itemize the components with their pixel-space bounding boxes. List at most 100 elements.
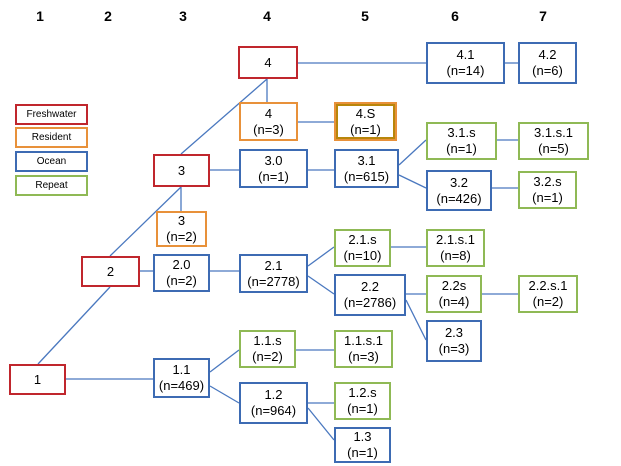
- edge-3-4: [180, 78, 268, 155]
- node-label: 2.2s: [441, 278, 467, 293]
- node-label: 3.1.s: [447, 125, 476, 140]
- edge-12-13: [307, 407, 335, 441]
- column-label-6: 6: [451, 8, 459, 24]
- node-count: (n=426): [436, 190, 482, 206]
- edge-22-23: [405, 299, 427, 341]
- node-count: (n=5): [538, 141, 569, 156]
- node-3.0: 3.0 (n=1): [239, 149, 308, 188]
- node-1.2: 1.2 (n=964): [239, 382, 308, 424]
- node-count: (n=2): [166, 273, 197, 288]
- node-count: (n=1): [350, 121, 381, 137]
- node-2.2s: 2.2s (n=4): [426, 275, 482, 313]
- node-1.1.s.1: 1.1.s.1 (n=3): [334, 330, 393, 368]
- node-2.3: 2.3 (n=3): [426, 320, 482, 362]
- node-label: 3: [177, 213, 186, 228]
- node-count: (n=2): [252, 349, 283, 364]
- node-count: (n=2786): [343, 295, 397, 310]
- column-label-2: 2: [104, 8, 112, 24]
- edge-1-2: [37, 286, 111, 365]
- node-label: 1: [33, 371, 42, 387]
- node-label: 4.1: [456, 47, 475, 62]
- node-2.2.s.1: 2.2.s.1 (n=2): [518, 275, 578, 313]
- node-count: (n=3): [438, 341, 470, 356]
- node-count: (n=2): [532, 294, 564, 309]
- node-label: 3.2.s: [533, 174, 562, 189]
- legend-repeat: Repeat: [15, 175, 88, 196]
- node-2.1: 2.1 (n=2778): [239, 254, 308, 293]
- node-3.2.s: 3.2.s (n=1): [518, 171, 577, 209]
- node-label: 1.2.s: [348, 385, 377, 400]
- node-label: 2.3: [444, 325, 464, 340]
- node-4: 4: [238, 46, 298, 79]
- node-label: 2.1.s.1: [435, 232, 476, 247]
- node-label: 2.1: [264, 257, 283, 273]
- node-3: 3: [153, 154, 210, 187]
- column-label-1: 1: [36, 8, 44, 24]
- node-label: 3.1: [357, 152, 376, 168]
- node-count: (n=1): [446, 141, 477, 156]
- node-label: 1.1.s: [253, 333, 282, 348]
- node-count: (n=2778): [247, 273, 300, 289]
- node-4-resident: 4 (n=3): [239, 102, 298, 141]
- node-label: 2.0: [172, 257, 191, 272]
- node-count: (n=3): [253, 121, 284, 137]
- node-label: 2: [106, 263, 115, 279]
- node-3.1.s: 3.1.s (n=1): [426, 122, 497, 160]
- node-count: (n=6): [532, 63, 563, 78]
- column-label-4: 4: [263, 8, 271, 24]
- node-count: (n=1): [347, 445, 378, 460]
- edge-21-21s: [307, 246, 335, 267]
- node-count: (n=8): [440, 248, 471, 263]
- node-2: 2: [81, 256, 140, 287]
- node-label: 1.1.s.1: [343, 333, 384, 348]
- node-count: (n=1): [532, 190, 563, 205]
- node-label: 1.1: [172, 362, 191, 377]
- node-count: (n=4): [438, 294, 470, 309]
- node-1.3: 1.3 (n=1): [334, 427, 391, 463]
- node-3.2: 3.2 (n=426): [426, 170, 492, 211]
- node-label: 4.2: [538, 47, 557, 62]
- node-1: 1: [9, 364, 66, 395]
- node-label: 2.1.s: [348, 232, 377, 247]
- node-count: (n=1): [347, 401, 378, 416]
- node-label: 1.2: [264, 387, 283, 402]
- node-count: (n=469): [158, 378, 205, 393]
- node-4S: 4.S (n=1): [334, 102, 397, 141]
- legend-ocean: Ocean: [15, 151, 88, 172]
- node-label: 4: [264, 54, 272, 70]
- node-label: 3.1.s.1: [533, 125, 574, 140]
- node-label: 2.2.s.1: [528, 278, 568, 293]
- node-label: 3.2: [449, 174, 469, 190]
- node-1.2.s: 1.2.s (n=1): [334, 382, 391, 420]
- node-count: (n=1): [258, 168, 289, 184]
- node-4.2: 4.2 (n=6): [518, 42, 577, 84]
- node-2.2: 2.2 (n=2786): [334, 274, 406, 316]
- node-count: (n=10): [343, 248, 382, 263]
- node-label: 4: [264, 105, 273, 121]
- node-count: (n=964): [250, 403, 297, 418]
- edge-21-22: [307, 275, 335, 295]
- edge-11-12: [209, 385, 240, 404]
- legend-resident: Resident: [15, 127, 88, 148]
- node-label: 1.3: [353, 429, 372, 444]
- edge-2-3: [109, 186, 182, 257]
- edge-11-11s: [209, 349, 240, 373]
- node-2.0: 2.0 (n=2): [153, 254, 210, 292]
- node-3.1: 3.1 (n=615): [334, 149, 399, 188]
- node-4.1: 4.1 (n=14): [426, 42, 505, 84]
- edge-31-31s: [398, 139, 427, 166]
- node-count: (n=3): [348, 349, 379, 364]
- node-1.1.s: 1.1.s (n=2): [239, 330, 296, 368]
- node-2.1.s: 2.1.s (n=10): [334, 229, 391, 267]
- node-label: 2.2: [360, 279, 380, 294]
- node-count: (n=615): [343, 168, 390, 184]
- node-3.1.s.1: 3.1.s.1 (n=5): [518, 122, 589, 160]
- node-3-resident: 3 (n=2): [156, 211, 207, 247]
- node-label: 4.S: [355, 105, 376, 121]
- node-count: (n=14): [446, 63, 485, 78]
- node-2.1.s.1: 2.1.s.1 (n=8): [426, 229, 485, 267]
- edge-31-32: [398, 174, 427, 189]
- node-label: 3: [177, 162, 186, 178]
